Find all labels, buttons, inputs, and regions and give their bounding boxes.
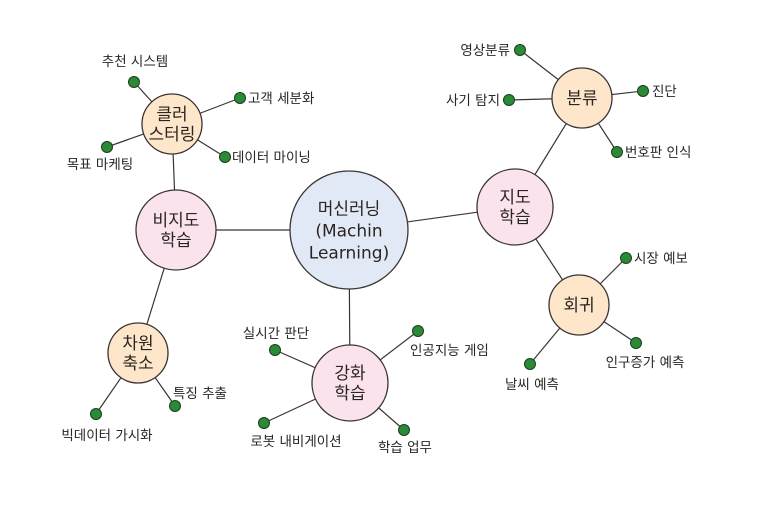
leaf-dot-icon bbox=[101, 141, 113, 153]
leaf-label: 데이터 마이닝 bbox=[232, 150, 311, 166]
leaf-label: 추천 시스템 bbox=[102, 54, 168, 70]
subcategory-node-dimred-label: 차원 bbox=[122, 334, 153, 354]
subcategory-node-clust-label: 스터링 bbox=[149, 125, 196, 145]
category-node-sup-label: 학습 bbox=[499, 208, 530, 228]
leaf-dot-icon bbox=[503, 94, 515, 106]
leaf-dot-icon bbox=[234, 92, 246, 104]
leaf-dot-icon bbox=[412, 325, 424, 337]
leaf-node[interactable]: 특징 추출 bbox=[169, 386, 227, 412]
leaf-dot-icon bbox=[269, 344, 281, 356]
leaf-node[interactable]: 사기 탐지 bbox=[446, 93, 515, 109]
leaf-label: 번호판 인식 bbox=[625, 145, 691, 161]
center-node-machine-learning-label: (Machin bbox=[315, 221, 382, 241]
leaf-node[interactable]: 시장 예보 bbox=[620, 251, 688, 267]
subcategory-node-regr-label: 회귀 bbox=[563, 296, 594, 316]
leaf-node[interactable]: 진단 bbox=[637, 84, 677, 100]
leaf-label: 목표 마케팅 bbox=[67, 157, 133, 173]
subcategory-node-classif-circle bbox=[551, 67, 613, 129]
leaf-node[interactable]: 실시간 판단 bbox=[243, 326, 309, 356]
center-node-machine-learning-label: Learning) bbox=[309, 243, 389, 263]
leaf-dot-icon bbox=[219, 151, 231, 163]
subcategory-node-classif[interactable]: 분류 bbox=[551, 67, 613, 129]
leaf-dot-icon bbox=[128, 76, 140, 88]
subcategory-node-dimred-label: 축소 bbox=[122, 354, 153, 374]
leaf-label: 인구증가 예측 bbox=[606, 355, 685, 371]
category-node-rl-circle bbox=[311, 344, 389, 422]
category-node-rl-label: 강화 bbox=[334, 364, 366, 384]
leaf-label: 실시간 판단 bbox=[243, 326, 309, 342]
leaf-label: 인공지능 게임 bbox=[410, 343, 489, 359]
leaf-node[interactable]: 빅데이터 가시화 bbox=[61, 408, 153, 445]
leaf-label: 진단 bbox=[652, 84, 677, 100]
subcategory-node-dimred-circle bbox=[107, 322, 169, 384]
leaf-dot-icon bbox=[169, 400, 181, 412]
leaf-node[interactable]: 추천 시스템 bbox=[102, 54, 168, 88]
leaf-dot-icon bbox=[514, 44, 526, 56]
leaf-node[interactable]: 인공지능 게임 bbox=[410, 325, 489, 360]
category-node-sup-circle bbox=[476, 168, 554, 246]
subcategory-node-clust-circle bbox=[141, 93, 203, 155]
leaf-node[interactable]: 고객 세분화 bbox=[234, 91, 315, 107]
leaf-label: 고객 세분화 bbox=[248, 91, 314, 107]
category-node-rl-label: 학습 bbox=[334, 384, 365, 404]
center-node-machine-learning-label: 머신러닝 bbox=[318, 199, 381, 219]
subcategory-node-classif-label: 분류 bbox=[566, 89, 597, 109]
category-node-unsup-circle bbox=[135, 189, 217, 271]
category-node-unsup-label: 비지도 bbox=[153, 211, 200, 231]
leaf-dot-icon bbox=[611, 146, 623, 158]
leaf-dot-icon bbox=[398, 424, 410, 436]
leaf-node[interactable]: 로봇 내비게이션 bbox=[250, 417, 342, 451]
leaf-node[interactable]: 목표 마케팅 bbox=[67, 141, 133, 174]
center-node-machine-learning-circle bbox=[289, 170, 409, 290]
category-node-sup-label: 지도 bbox=[499, 188, 530, 208]
leaf-dot-icon bbox=[90, 408, 102, 420]
leaf-dot-icon bbox=[258, 417, 270, 429]
leaf-dot-icon bbox=[630, 337, 642, 349]
leaf-label: 학습 업무 bbox=[378, 440, 432, 456]
leaf-node[interactable]: 번호판 인식 bbox=[611, 145, 692, 161]
nodes: 머신러닝(MachinLearning)비지도학습지도학습강화학습클러스터링차원… bbox=[61, 43, 691, 456]
subcategory-node-clust-label: 클러 bbox=[156, 105, 187, 125]
leaf-label: 특징 추출 bbox=[173, 386, 227, 402]
leaf-label: 시장 예보 bbox=[634, 251, 688, 267]
leaf-label: 로봇 내비게이션 bbox=[250, 434, 341, 450]
subcategory-node-regr-circle bbox=[548, 274, 610, 336]
subcategory-node-regr[interactable]: 회귀 bbox=[548, 274, 610, 336]
leaf-node[interactable]: 인구증가 예측 bbox=[606, 337, 685, 372]
leaf-dot-icon bbox=[620, 252, 632, 264]
leaf-label: 사기 탐지 bbox=[446, 93, 500, 109]
leaf-node[interactable]: 데이터 마이닝 bbox=[219, 150, 311, 166]
leaf-dot-icon bbox=[637, 85, 649, 97]
leaf-node[interactable]: 영상분류 bbox=[460, 43, 526, 59]
leaf-dot-icon bbox=[524, 358, 536, 370]
leaf-label: 영상분류 bbox=[460, 43, 510, 59]
leaf-label: 빅데이터 가시화 bbox=[61, 428, 152, 444]
category-node-unsup-label: 학습 bbox=[160, 231, 191, 251]
leaf-node[interactable]: 날씨 예측 bbox=[505, 358, 559, 394]
leaf-label: 날씨 예측 bbox=[505, 377, 559, 393]
leaf-node[interactable]: 학습 업무 bbox=[378, 424, 432, 457]
